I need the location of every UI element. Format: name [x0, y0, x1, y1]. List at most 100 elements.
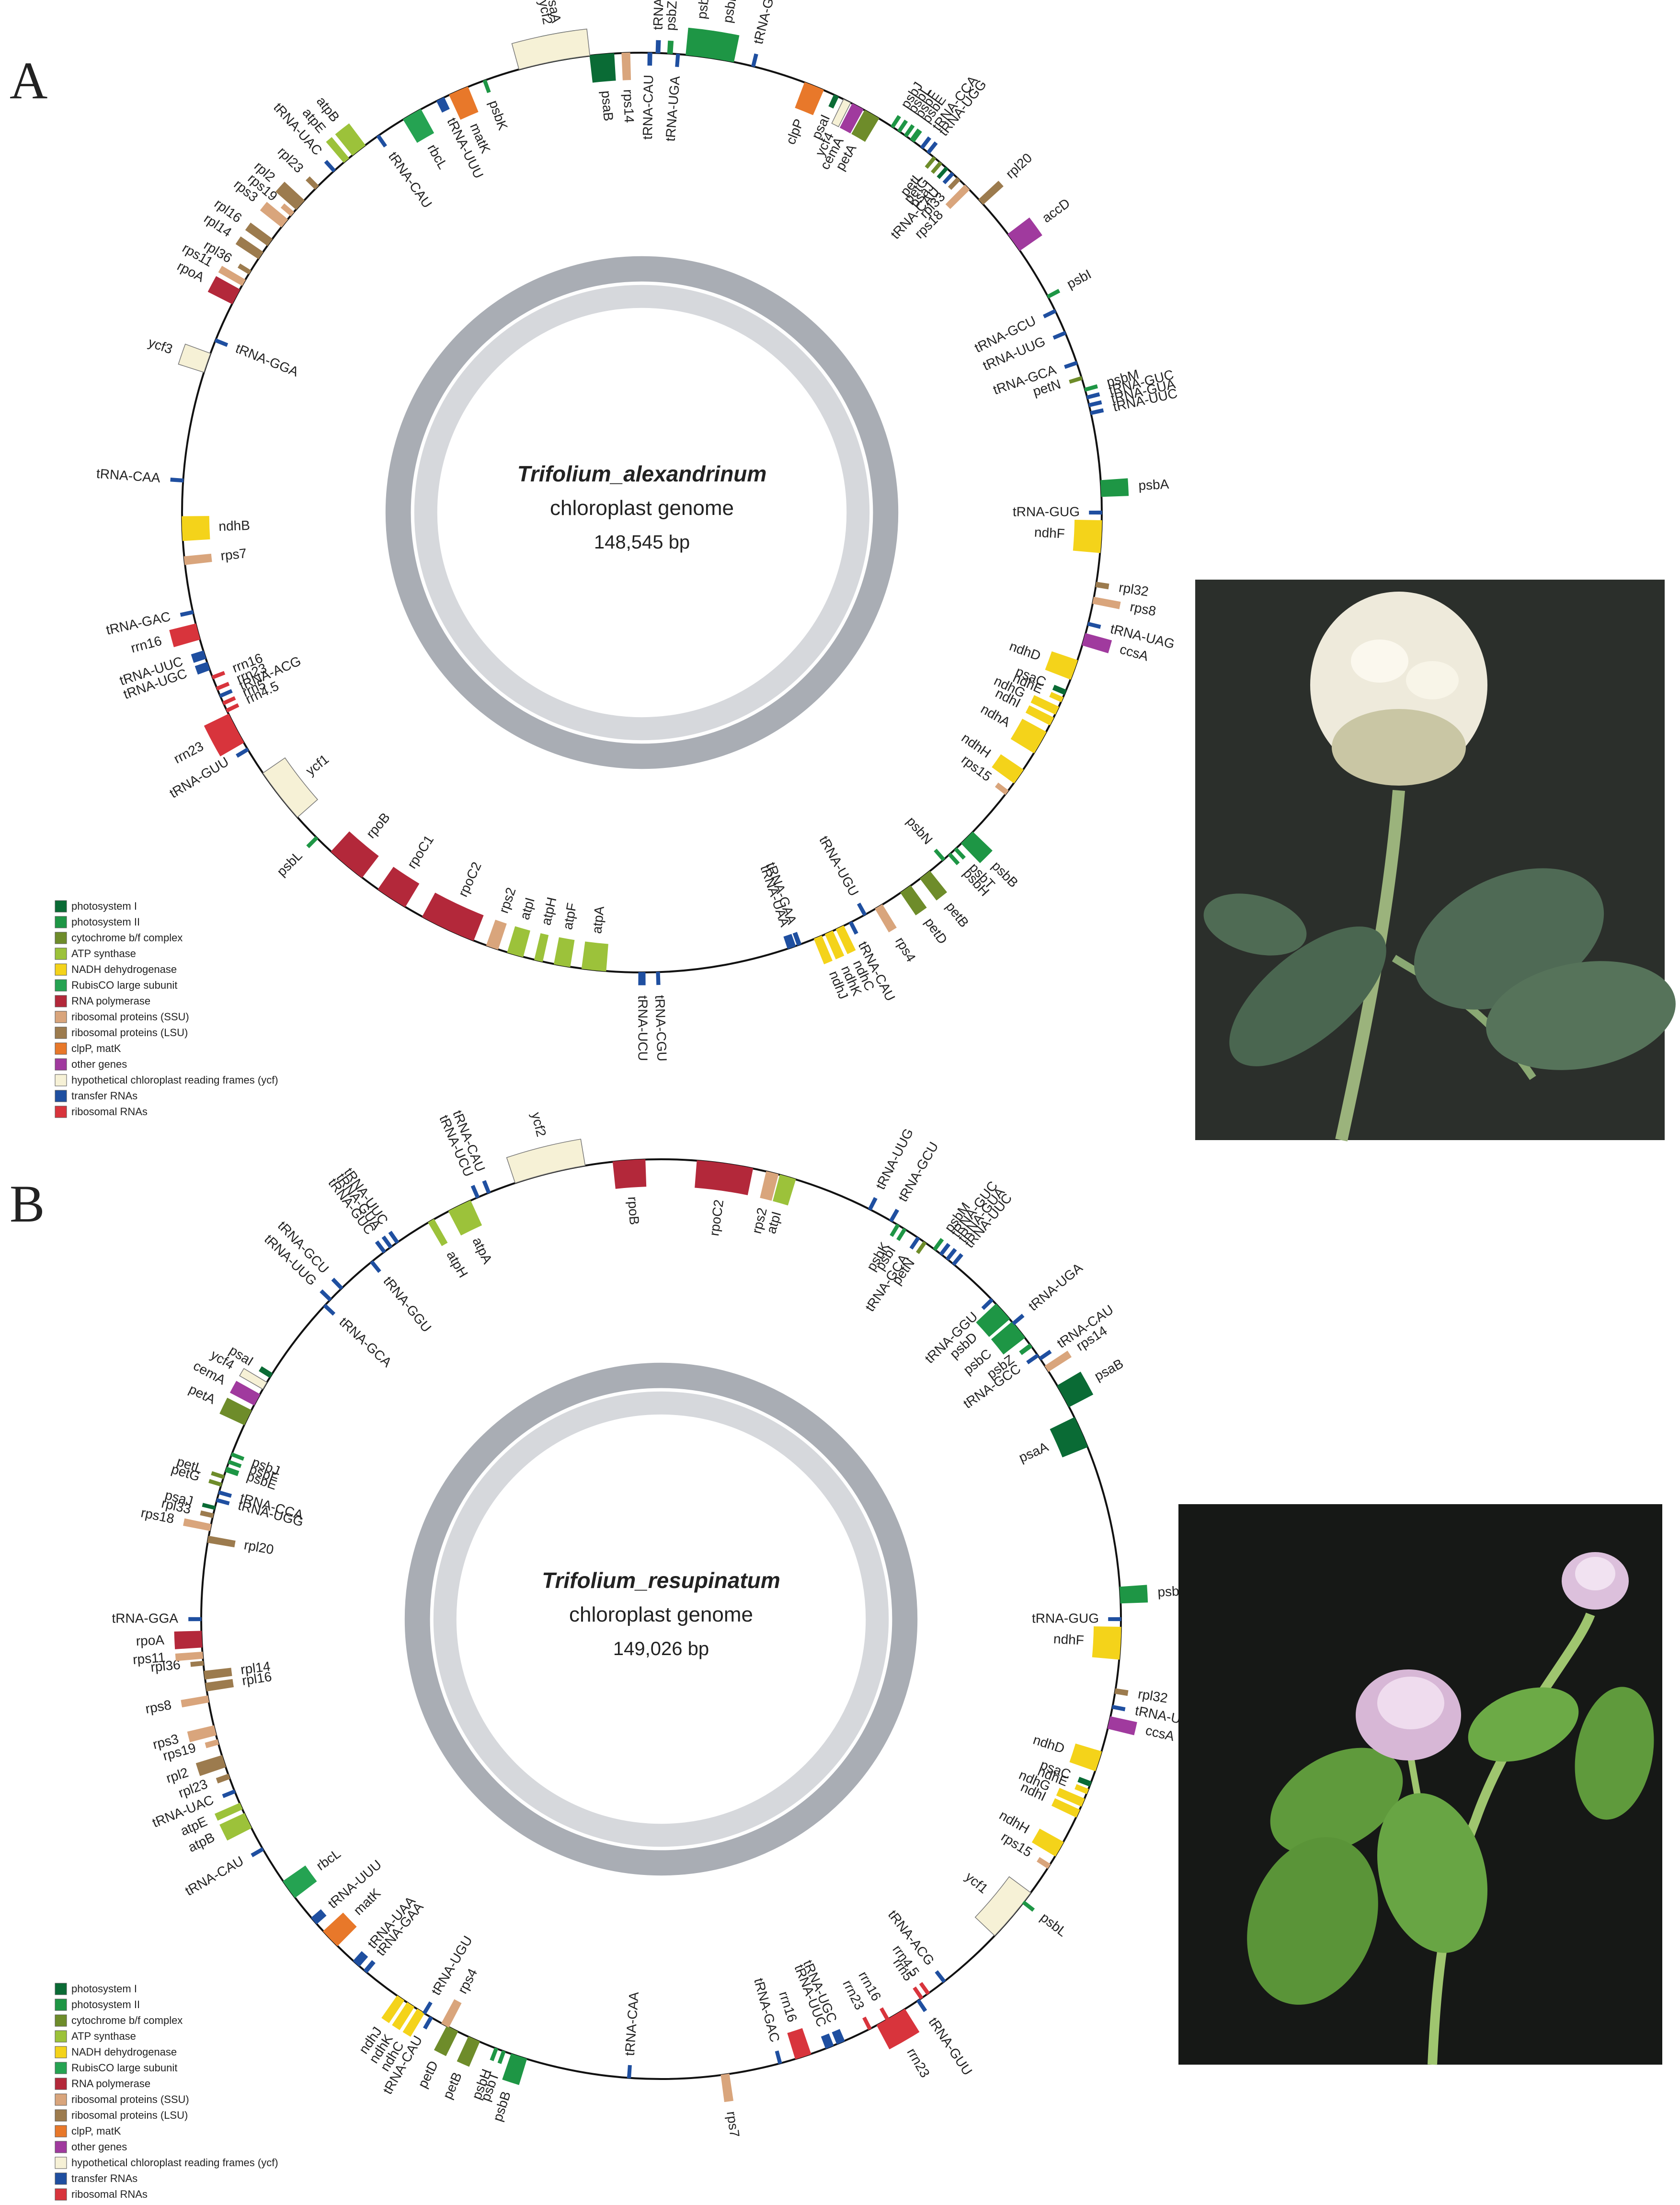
gene-block-petg — [931, 161, 943, 174]
gene-block-trna-acg — [935, 1970, 946, 1983]
gene-label: rps15 — [999, 1829, 1035, 1860]
gene-block-rps19 — [280, 203, 295, 217]
gene-block-atpi — [773, 1174, 796, 1206]
gene-label: tRNA-GUU — [926, 2015, 975, 2078]
gene-block-rpob — [612, 1159, 647, 1189]
gene-label: psaB — [599, 90, 616, 122]
gene-block-psbt — [954, 847, 966, 860]
gene-block-trna-uug — [1052, 331, 1066, 340]
gene-block-trna-ugg — [216, 1498, 230, 1506]
legend-label: cytochrome b/f complex — [71, 932, 183, 944]
legend-swatch — [55, 900, 67, 913]
gene-block-ndhi — [1025, 705, 1054, 726]
gene-block-ndhf — [1092, 1626, 1121, 1660]
gene-block-trna-uac — [222, 1789, 236, 1798]
gene-label: petD — [415, 2058, 441, 2091]
gene-block-rpoc2 — [695, 1160, 754, 1196]
gene-label: atpA — [469, 1235, 495, 1267]
panel-a-genome-size: 148,545 bp — [594, 532, 690, 553]
gene-block-psab — [589, 53, 616, 83]
gene-block-trna-gcc — [655, 40, 661, 54]
legend-label: other genes — [71, 2141, 127, 2153]
gene-label: tRNA-CAU — [183, 1853, 246, 1899]
gene-block-rrn23 — [876, 2009, 920, 2050]
gene-block-trna-gaa — [792, 932, 802, 946]
gene-block-psaj — [202, 1503, 216, 1510]
gene-label: psbA — [1138, 477, 1170, 493]
legend-label: ribosomal proteins (SSU) — [71, 2093, 189, 2105]
gene-label: rrn16 — [776, 1989, 800, 2024]
gene-block-rbcl — [283, 1865, 317, 1898]
gene-block-psbd — [709, 31, 740, 63]
gene-block-rps2 — [486, 919, 507, 950]
gene-block-rrn16 — [169, 623, 201, 647]
gene-block-trna-ugc — [194, 662, 210, 675]
gene-block-trna-gca — [909, 1236, 920, 1250]
legend-label: clpP, matK — [71, 1042, 121, 1054]
gene-block-trna-uuu — [436, 97, 450, 113]
gene-label: petA — [186, 1382, 218, 1407]
gene-block-trna-uuc — [1090, 408, 1104, 415]
gene-block-trna-uuu — [310, 1909, 327, 1925]
gene-block-psai — [828, 94, 839, 109]
gene-block-ndhi — [1051, 1798, 1080, 1818]
gene-block-trna-gac — [775, 2050, 782, 2065]
gene-block-psbh — [948, 853, 960, 866]
gene-block-trna-gcu — [1043, 309, 1057, 319]
gene-block-trna-cau — [942, 171, 955, 184]
gene-block-trna-gug — [1108, 1617, 1121, 1622]
gene-label: psbC — [694, 0, 713, 20]
gene-label: rpoC2 — [707, 1199, 726, 1237]
gene-block-trna-gua — [945, 1248, 957, 1261]
gene-block-psbj — [891, 115, 901, 128]
gene-block-trna-gaa — [363, 1960, 376, 1974]
gene-block-trna-acg — [219, 689, 233, 698]
gene-label: rbcL — [424, 142, 450, 172]
gene-block-trna-cgu — [656, 971, 661, 985]
panel-b-plant-photo — [1178, 1504, 1662, 2065]
gene-label: rpl20 — [243, 1537, 275, 1557]
gene-block-psbk — [482, 79, 491, 93]
gene-label: rps4 — [892, 935, 919, 965]
gene-label: ycf2 — [528, 1111, 549, 1138]
gene-block-rpl14 — [204, 1668, 232, 1680]
legend-swatch — [55, 2093, 67, 2106]
legend-label: other genes — [71, 1058, 127, 1070]
gene-block-cema — [839, 103, 864, 134]
gene-block-trna-uuc — [388, 1231, 400, 1244]
gene-label: rps11 — [132, 1650, 166, 1667]
gene-block-rpl32 — [1114, 1688, 1129, 1696]
gene-block-trna-ggu — [370, 1260, 381, 1273]
gene-block-trna-caa — [170, 477, 184, 483]
legend-swatch — [55, 1999, 67, 2011]
gene-block-psab — [1057, 1371, 1094, 1407]
gene-block-ycf4 — [239, 1368, 268, 1390]
gene-block-psaa — [1050, 1417, 1088, 1458]
gene-block-ndhf — [1073, 520, 1102, 553]
gene-block-trna-gua — [381, 1235, 393, 1249]
legend-label: ribosomal proteins (SSU) — [71, 1011, 189, 1023]
gene-block-ndhk — [392, 2002, 415, 2030]
panel-a-genome-map: psaApsaBrps14tRNA-CAUtRNA-GCCpsbZpsbCpsb… — [96, 0, 1179, 1062]
gene-block-rpl33 — [200, 1510, 214, 1519]
gene-block-rps7 — [720, 2073, 734, 2102]
gene-block-trna-uga — [675, 53, 680, 67]
gene-block-atpi — [507, 926, 530, 958]
gene-block-ccsa — [1107, 1716, 1137, 1736]
gene-label: rps15 — [959, 752, 994, 784]
gene-block-trna-uag — [1111, 1705, 1126, 1712]
legend-swatch — [55, 2030, 67, 2043]
gene-label: rpl32 — [1137, 1686, 1168, 1705]
gene-block-cema — [229, 1381, 261, 1406]
gene-block-accd — [1007, 217, 1042, 251]
legend-swatch — [55, 1058, 67, 1071]
gene-label: clpP — [783, 117, 806, 147]
gene-block-ndha — [1010, 719, 1047, 754]
gene-block-rpl36 — [238, 263, 251, 275]
legend-label: clpP, matK — [71, 2125, 121, 2137]
legend-label: transfer RNAs — [71, 1090, 137, 1102]
legend-label: photosystem II — [71, 916, 140, 928]
gene-block-psbn — [934, 848, 946, 861]
panel-b-letter: B — [10, 1175, 45, 1233]
